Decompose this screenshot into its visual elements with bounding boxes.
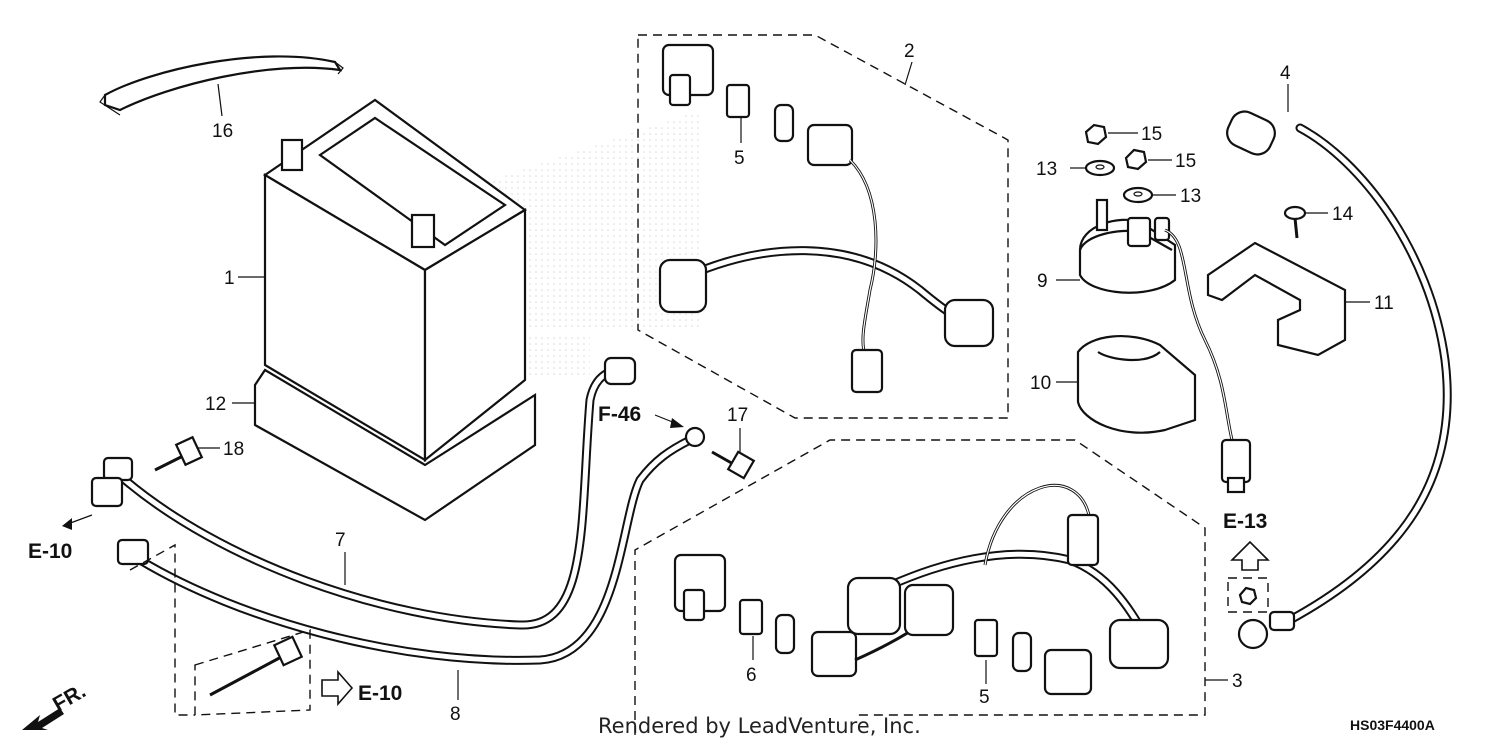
label-8: 8: [450, 704, 461, 725]
label-2: 2: [904, 41, 915, 62]
nut-15a[interactable]: [1084, 123, 1108, 146]
diagram-code: HS03F4400A: [1350, 717, 1435, 733]
screw-14[interactable]: [1283, 205, 1307, 239]
label-14: 14: [1332, 204, 1354, 225]
label-3: 3: [1232, 671, 1243, 692]
bolt-18[interactable]: [154, 435, 204, 472]
label-5a: 5: [734, 148, 745, 169]
label-12: 12: [205, 394, 226, 415]
leader-16: [217, 83, 223, 117]
harness-assembly-lower[interactable]: [673, 483, 1170, 696]
label-15b: 15: [1175, 151, 1196, 172]
label-10: 10: [1030, 373, 1051, 394]
cable-8[interactable]: [116, 426, 706, 665]
battery-band[interactable]: [99, 55, 344, 116]
bracket-line: [129, 543, 195, 716]
ref-e10-bottom-text: E-10: [358, 682, 402, 705]
cable-7[interactable]: [90, 356, 637, 630]
front-arrow-icon: FR.: [22, 679, 90, 730]
ref-f46[interactable]: F-46: [598, 403, 684, 428]
ref-e13-text: E-13: [1223, 510, 1267, 533]
starter-cable[interactable]: [1223, 107, 1452, 650]
ref-e10-left[interactable]: E-10: [28, 514, 93, 563]
harness-box-lower: [634, 439, 1206, 735]
label-4: 4: [1280, 63, 1291, 84]
label-7: 7: [335, 530, 346, 551]
nut-15b[interactable]: [1124, 148, 1148, 171]
label-17: 17: [727, 405, 748, 426]
rendered-by-text: Rendered by LeadVenture, Inc.: [598, 714, 921, 738]
bolt-17[interactable]: [711, 450, 756, 480]
label-9: 9: [1037, 271, 1048, 292]
relay-cover[interactable]: [1206, 241, 1347, 357]
label-15a: 15: [1141, 124, 1162, 145]
label-18: 18: [223, 439, 244, 460]
relay-wire[interactable]: [1164, 228, 1252, 494]
washer-13b[interactable]: [1122, 186, 1154, 204]
label-13a: 13: [1036, 159, 1057, 180]
leader-2: [904, 61, 913, 86]
relay-rubber-mount[interactable]: [1076, 334, 1197, 434]
long-bolt[interactable]: [194, 629, 311, 716]
harness-assembly-upper[interactable]: [658, 43, 995, 394]
ref-e10-bottom[interactable]: E-10: [321, 669, 402, 707]
label-5b: 5: [979, 687, 990, 708]
label-1: 1: [224, 268, 235, 289]
label-16: 16: [212, 121, 233, 142]
battery-pad[interactable]: [253, 368, 537, 522]
label-11: 11: [1374, 293, 1394, 314]
front-arrow-text: FR.: [49, 679, 90, 716]
harness-box-upper: [637, 34, 1009, 419]
ref-f46-text: F-46: [598, 403, 641, 426]
label-6: 6: [746, 665, 757, 686]
starter-relay[interactable]: [1078, 198, 1177, 294]
washer-13a[interactable]: [1084, 159, 1116, 177]
ref-e13[interactable]: E-13: [1223, 510, 1270, 613]
label-13b: 13: [1180, 186, 1201, 207]
battery[interactable]: [262, 98, 527, 463]
ref-e10-left-text: E-10: [28, 540, 72, 563]
